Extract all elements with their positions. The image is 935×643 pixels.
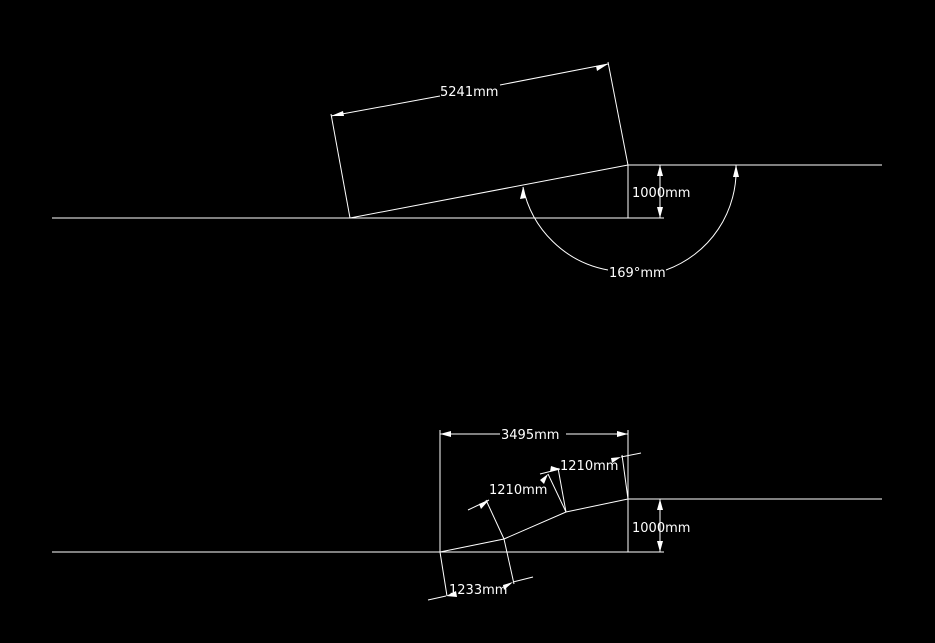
bottom-middle-segment-dimension: 1210mm (467, 473, 567, 540)
bottom-height-dimension: 1000mm (628, 498, 690, 553)
bottom-lower-segment-dimension: 1233mm (427, 538, 534, 601)
bottom-upper-segment-label: 1210mm (560, 459, 618, 474)
bottom-height-label: 1000mm (632, 521, 690, 536)
top-angle-label: 169°mm (609, 266, 666, 281)
top-height-label: 1000mm (632, 186, 690, 201)
top-angle-dimension: 169°mm (520, 164, 739, 281)
bottom-ramp-polyline (439, 498, 629, 553)
top-ramp-figure: 5241mm 1000mm 169°mm (52, 61, 882, 281)
bottom-width-dimension: 3495mm (440, 428, 628, 443)
top-length-label: 5241mm (440, 85, 498, 100)
bottom-upper-segment-dimension: 1210mm (539, 452, 642, 513)
bottom-ramp-figure: 3495mm 1000mm 1210mm 1 (52, 428, 882, 601)
top-ramp-slope (349, 164, 629, 219)
bottom-middle-segment-label: 1210mm (489, 483, 547, 498)
bottom-width-label: 3495mm (501, 428, 559, 443)
top-length-dimension: 5241mm (330, 61, 629, 219)
bottom-lower-segment-label: 1233mm (449, 583, 507, 598)
top-height-dimension: 1000mm (628, 164, 690, 219)
